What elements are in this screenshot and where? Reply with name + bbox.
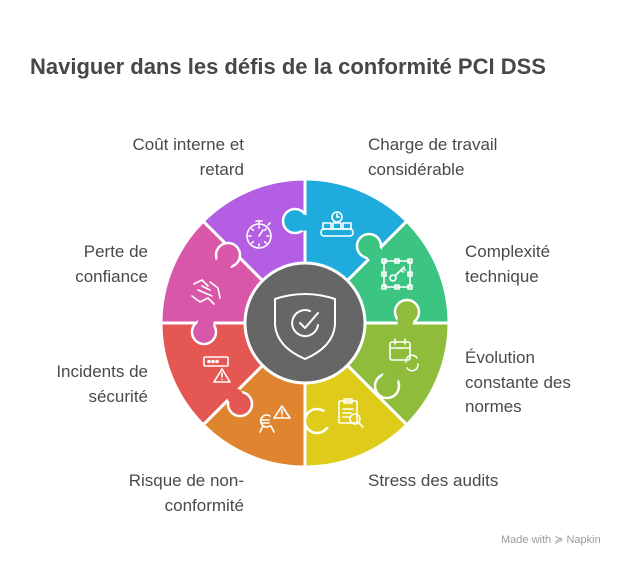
puzzle-tab-join — [215, 254, 232, 271]
page-title: Naviguer dans les défis de la conformité… — [30, 54, 546, 79]
label-incidents: Incidents de sécurité — [56, 362, 148, 406]
key-frame-icon — [381, 258, 413, 290]
label-cout-interne: Coût interne et retard — [132, 135, 244, 179]
puzzle-tab-join — [197, 315, 214, 332]
euro-warning-icon — [259, 405, 291, 433]
broken-handshake-icon — [191, 279, 221, 305]
puzzle-tab-join — [317, 411, 334, 428]
label-charge-travail: Charge de travail considérable — [368, 135, 498, 179]
puzzle-tab-join — [366, 245, 383, 262]
clock-conveyor-icon — [320, 211, 354, 237]
label-risque: Risque de non- conformité — [128, 471, 244, 515]
puzzle-tab-join — [382, 369, 399, 386]
puzzle-tab-join — [227, 388, 244, 405]
stopwatch-icon — [246, 220, 272, 249]
puzzle-tab-join — [397, 312, 414, 329]
password-warning-icon — [203, 356, 231, 383]
label-perte-confiance: Perte de confiance — [75, 242, 148, 286]
label-stress-audits: Stress des audits — [368, 471, 499, 490]
puzzle-tab-join — [295, 214, 312, 231]
label-complexite: Complexité technique — [465, 242, 551, 286]
shield-check-icon — [274, 293, 336, 360]
center-hub — [243, 261, 367, 385]
label-evolution: Évolution constante des normes — [465, 348, 571, 416]
clipboard-search-icon — [338, 398, 364, 428]
footer-credit: Made with ≽ Napkin — [501, 534, 601, 546]
calendar-refresh-icon — [389, 338, 419, 372]
